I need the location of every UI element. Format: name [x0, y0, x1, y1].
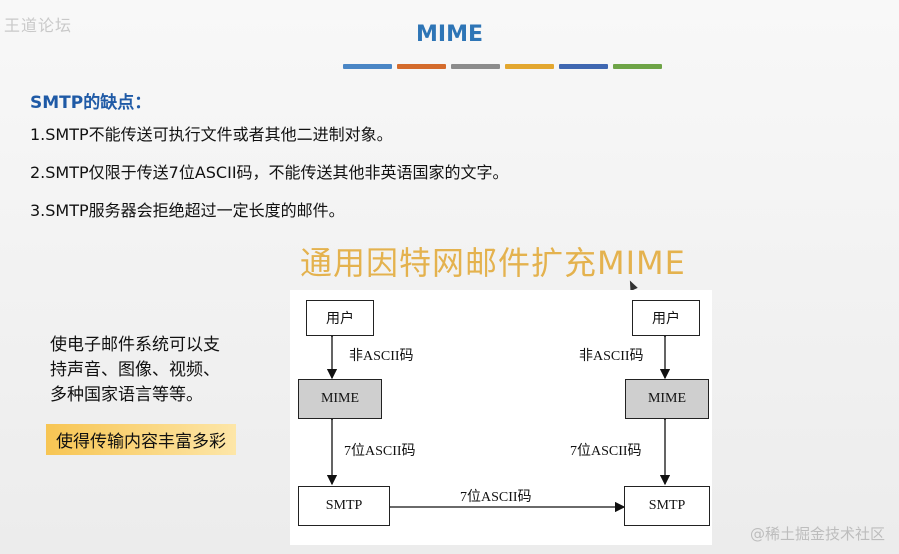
color-bar [505, 64, 554, 69]
smtp-point-2: 2.SMTP仅限于传送7位ASCII码，不能传送其他非英语国家的文字。 [30, 163, 509, 182]
smtp-drawbacks-heading: SMTP的缺点： [30, 93, 152, 113]
mime-description: 使电子邮件系统可以支 持声音、图像、视频、 多种国家语言等等。 [50, 333, 220, 408]
color-bar [343, 64, 392, 69]
color-bar [451, 64, 500, 69]
bottom-label: 7位ASCII码 [460, 486, 532, 506]
description-line: 持声音、图像、视频、 [50, 360, 220, 380]
forum-watermark: 王道论坛 [4, 16, 73, 35]
color-bar [559, 64, 608, 69]
color-bar [397, 64, 446, 69]
mime-heading: 通用因特网邮件扩充MIME [300, 244, 686, 282]
right-user-box: 用户 [632, 300, 700, 336]
left-top-label: 非ASCII码 [349, 345, 414, 365]
right-top-label: 非ASCII码 [579, 345, 644, 365]
site-watermark: @稀土掘金技术社区 [749, 525, 885, 543]
description-line: 多种国家语言等等。 [50, 385, 203, 405]
right-smtp-box: SMTP [624, 486, 710, 526]
mime-diagram: 用户 用户 MIME MIME SMTP SMTP 非ASCII码 非ASCII… [290, 290, 712, 545]
right-mid-label: 7位ASCII码 [570, 440, 642, 460]
slide-title: MIME [416, 22, 483, 47]
color-bar [613, 64, 662, 69]
left-smtp-box: SMTP [298, 486, 390, 526]
smtp-point-3: 3.SMTP服务器会拒绝超过一定长度的邮件。 [30, 201, 345, 220]
title-color-bars [343, 64, 662, 69]
highlight-box: 使得传输内容丰富多彩 [46, 424, 236, 455]
left-mime-box: MIME [298, 379, 382, 419]
right-mime-box: MIME [625, 379, 709, 419]
left-mid-label: 7位ASCII码 [344, 440, 416, 460]
left-user-box: 用户 [306, 300, 374, 336]
description-line: 使电子邮件系统可以支 [50, 335, 220, 355]
diagram-arrows [326, 327, 671, 513]
smtp-point-1: 1.SMTP不能传送可执行文件或者其他二进制对象。 [30, 125, 393, 144]
